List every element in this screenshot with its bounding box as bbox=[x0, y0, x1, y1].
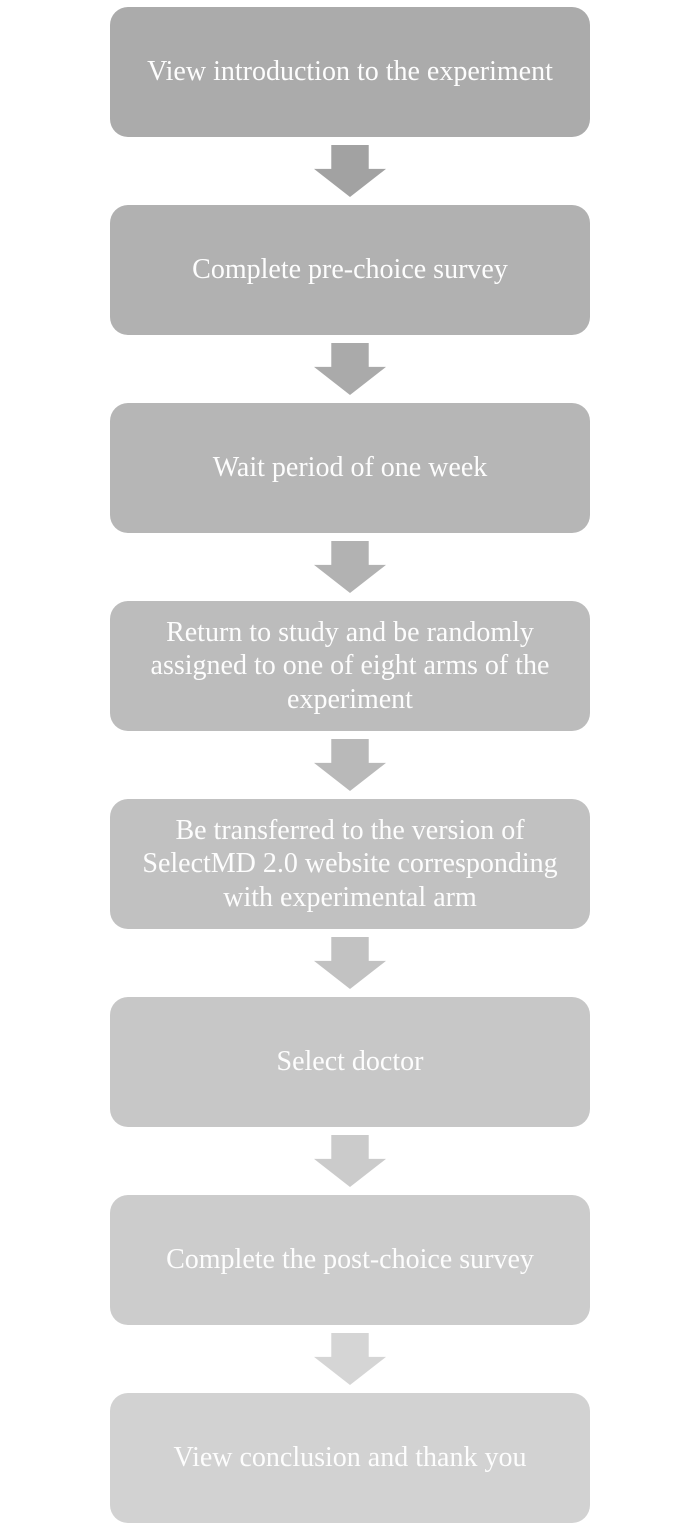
flow-step-label: Select doctor bbox=[276, 1046, 424, 1078]
down-arrow-icon bbox=[314, 1135, 386, 1187]
flow-step-label: Complete pre-choice survey bbox=[192, 254, 508, 286]
flow-step-6: Select doctor bbox=[110, 997, 590, 1127]
flow-step-label: Complete the post-choice survey bbox=[166, 1244, 534, 1276]
flow-step-label: Be transferred to the version of SelectM… bbox=[142, 815, 558, 913]
down-arrow-icon bbox=[314, 739, 386, 791]
down-arrow-icon bbox=[314, 343, 386, 395]
down-arrow-icon bbox=[314, 937, 386, 989]
flow-step-1: View introduction to the experiment bbox=[110, 7, 590, 137]
flow-step-7: Complete the post-choice survey bbox=[110, 1195, 590, 1325]
flow-step-label: View conclusion and thank you bbox=[173, 1442, 527, 1474]
flow-step-label: Return to study and be randomly assigned… bbox=[150, 617, 550, 715]
down-arrow-icon bbox=[314, 1333, 386, 1385]
down-arrow-icon bbox=[314, 541, 386, 593]
flow-step-2: Complete pre-choice survey bbox=[110, 205, 590, 335]
flow-step-label: View introduction to the experiment bbox=[147, 56, 553, 88]
down-arrow-icon bbox=[314, 145, 386, 197]
flow-step-label: Wait period of one week bbox=[212, 452, 488, 484]
flow-step-5: Be transferred to the version of SelectM… bbox=[110, 799, 590, 929]
flow-step-8: View conclusion and thank you bbox=[110, 1393, 590, 1523]
flow-step-3: Wait period of one week bbox=[110, 403, 590, 533]
flow-step-4: Return to study and be randomly assigned… bbox=[110, 601, 590, 731]
